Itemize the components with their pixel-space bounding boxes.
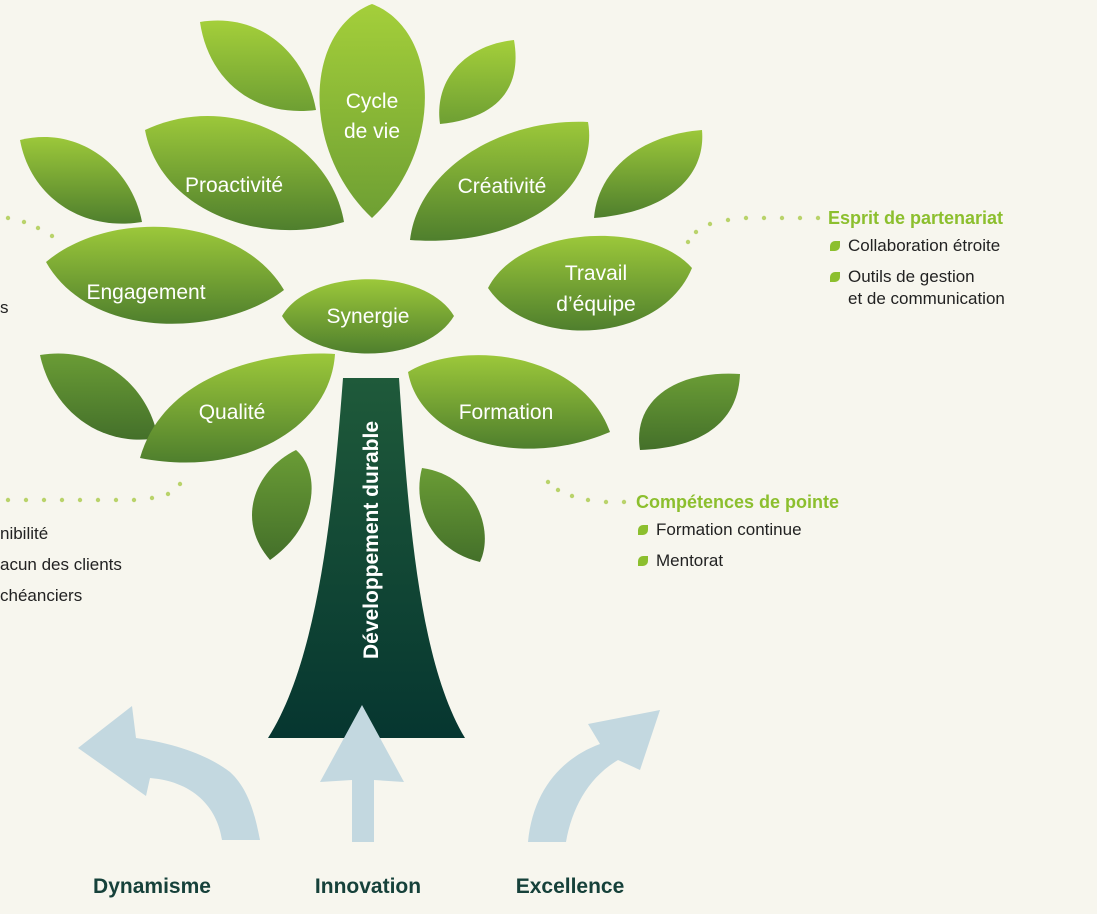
- callout-left-bottom-fragment: nibilité acun des clients chéanciers: [0, 523, 122, 607]
- leaf-label-engagement: Engagement: [86, 281, 205, 304]
- arrow-innovation: [320, 705, 404, 842]
- leaf-proactivite: Proactivité: [145, 115, 344, 231]
- callout-left-top-text: s: [0, 298, 9, 317]
- callout-competences-item: Mentorat: [636, 550, 896, 572]
- leaf-creativite: Créativité: [410, 121, 590, 241]
- leaf-label-equipe: d’équipe: [556, 293, 635, 316]
- callout-partenariat-title: Esprit de partenariat: [828, 208, 1004, 228]
- callout-partenariat-item: Outils de gestion et de communication: [828, 266, 1088, 310]
- svg-text:de vie: de vie: [344, 120, 400, 143]
- arrow-dynamisme: [78, 706, 260, 840]
- leaf-travail-equipe: Travail d’équipe: [488, 235, 692, 331]
- callout-left-bottom-item: nibilité: [0, 524, 49, 543]
- root-label-dynamisme: Dynamisme: [93, 875, 211, 898]
- leaf-synergie: Synergie: [282, 279, 454, 354]
- root-label-innovation: Innovation: [315, 875, 421, 898]
- leaf-label-travail: Travail: [565, 262, 627, 285]
- arrow-excellence: [528, 710, 660, 842]
- leaf-qualite: Qualité: [140, 353, 335, 463]
- leaf-engagement: Engagement: [46, 226, 284, 324]
- leaf-label-synergie: Synergie: [327, 305, 410, 328]
- leaf-formation: Formation: [408, 355, 610, 449]
- callout-left-top-fragment: s: [0, 297, 9, 319]
- trunk: [268, 378, 465, 738]
- dotted-connectors: [5, 215, 821, 505]
- root-arrows: [78, 705, 660, 842]
- trunk-label: Développement durable: [360, 421, 383, 659]
- callout-left-bottom-item: chéanciers: [0, 586, 83, 605]
- leaf-label-proactivite: Proactivité: [185, 174, 283, 197]
- callout-competences: Compétences de pointe Formation continue…: [636, 491, 896, 581]
- callout-partenariat: Esprit de partenariat Collaboration étro…: [828, 207, 1088, 319]
- leaf-label-formation: Formation: [459, 401, 554, 424]
- svg-text:Travail: Travail: [565, 262, 627, 285]
- leaf-label-cycle: Cycle: [346, 90, 399, 113]
- leaf-cycle-de-vie: Cycle de vie: [319, 4, 425, 218]
- callout-left-bottom-item: acun des clients: [0, 555, 122, 574]
- leaf-label-de-vie: de vie: [344, 120, 400, 143]
- callout-competences-title: Compétences de pointe: [636, 492, 840, 512]
- leaf-label-creativite: Créativité: [458, 175, 547, 198]
- decorative-leaves: [20, 20, 740, 562]
- leaf-label-qualite: Qualité: [199, 401, 266, 424]
- svg-text:d’équipe: d’équipe: [556, 293, 635, 316]
- root-label-excellence: Excellence: [516, 875, 625, 898]
- callout-partenariat-item: Collaboration étroite: [828, 235, 1088, 257]
- callout-competences-item: Formation continue: [636, 519, 896, 541]
- svg-text:Cycle: Cycle: [346, 90, 399, 113]
